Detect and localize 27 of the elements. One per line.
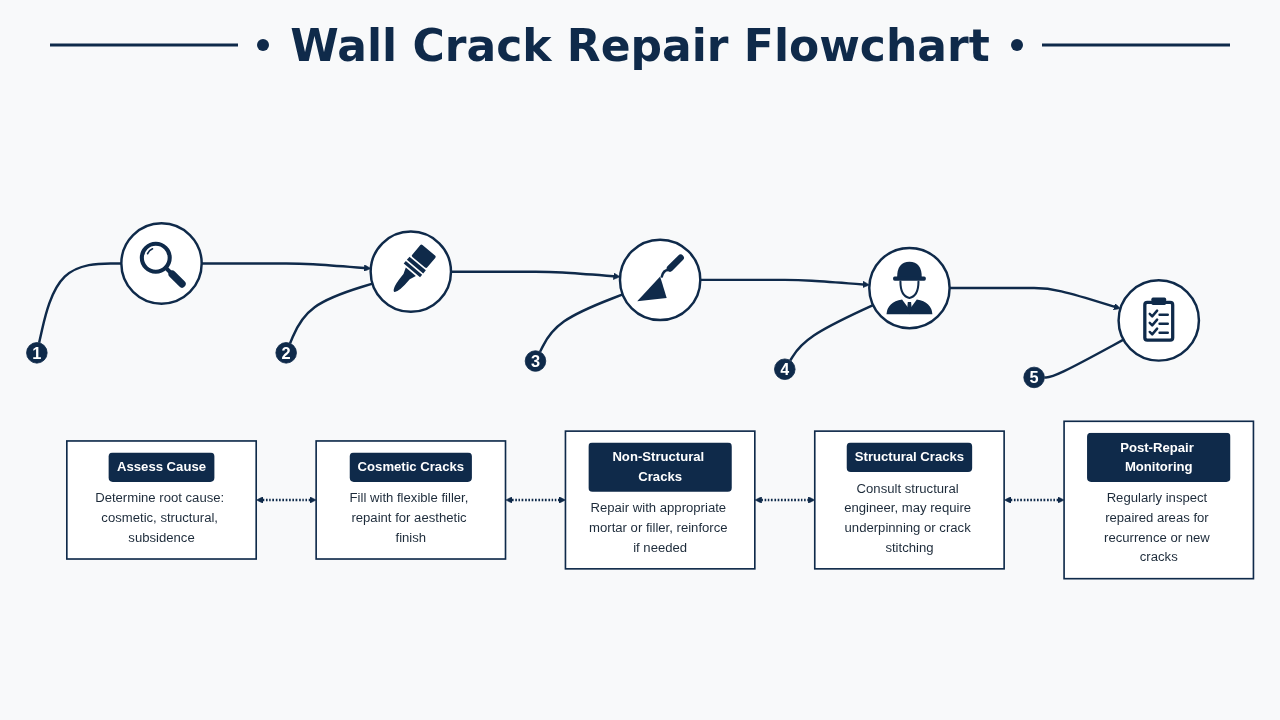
connector-line — [1044, 338, 1125, 379]
arrow — [700, 278, 870, 288]
icon-circle — [120, 222, 203, 305]
step-number-badge: 1 — [26, 342, 48, 364]
icon-circle — [868, 246, 951, 330]
step-card: Non-Structural Cracks Repair with appropriate mortar or filler, reinforce if needed — [564, 430, 756, 570]
step-card: Cosmetic Cracks Fill with flexible filler, repaint for aesthetic finish — [315, 440, 507, 560]
step-number-badge: 3 — [524, 350, 547, 372]
connector-line — [538, 293, 624, 353]
step-card: Structural Cracks Consult structural engineer, may require underpinning or crack stitching — [813, 430, 1005, 570]
icon-circle — [369, 230, 453, 314]
dashed-arrow — [256, 496, 317, 504]
step-number-badge: 5 — [1023, 366, 1045, 389]
title: Wall Crack Repair Flowchart — [290, 19, 990, 71]
arrow — [451, 270, 621, 280]
dashed-arrow — [505, 496, 566, 504]
step-card: Assess Cause Determine root cause: cosmetic, structural, subsidence — [66, 440, 257, 560]
connector-line — [37, 262, 122, 344]
connector-line — [789, 303, 874, 362]
icon-circle — [1117, 279, 1201, 362]
icon-circle — [618, 238, 702, 322]
arrow — [949, 286, 1121, 311]
connector-line — [288, 282, 373, 344]
step-number-badge: 2 — [275, 342, 297, 364]
dashed-arrow — [1004, 496, 1065, 504]
step-number-badge: 4 — [774, 358, 796, 380]
step-card: Post-Repair Monitoring Regularly inspect repaired areas for recurrence or new cracks — [1063, 420, 1255, 580]
